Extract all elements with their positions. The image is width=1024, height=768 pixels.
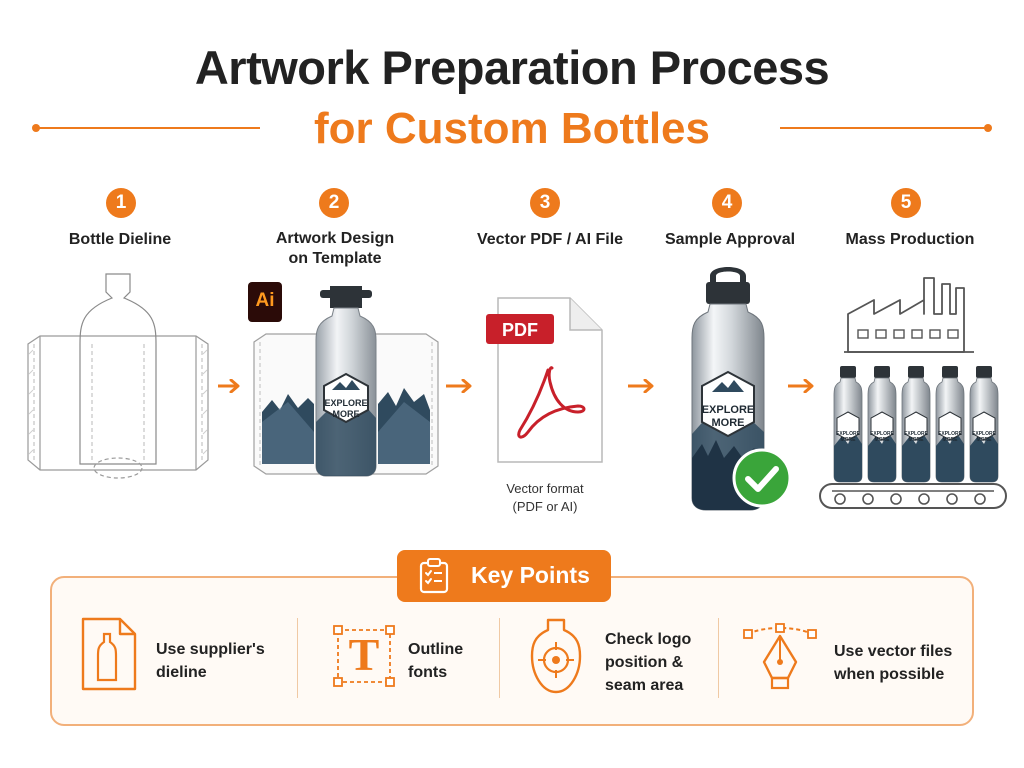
key-point-1-text: Use supplier's dieline: [156, 641, 265, 681]
key-points-divider: [297, 618, 298, 698]
approval-check-icon: [732, 448, 792, 508]
logo-position-icon: [530, 618, 582, 694]
key-point-3-text: Check logo position & seam area: [605, 631, 692, 694]
step-2-label: Artwork Design on Template: [275, 230, 395, 267]
pdf-badge: PDF: [486, 314, 554, 344]
key-points-divider: [718, 618, 719, 698]
key-points-title: Key Points: [471, 562, 590, 588]
dieline-document-icon: [81, 617, 137, 691]
flow-arrow-icon: [628, 379, 654, 393]
step-3-label: Vector PDF / AI File: [476, 231, 624, 248]
step-4-label: Sample Approval: [664, 231, 796, 248]
production-bottles-illustration: [833, 366, 999, 483]
conveyor-belt-icon: [819, 483, 1007, 509]
production-bottle-label-4: EXPLORE MORE: [938, 431, 962, 443]
clipboard-checklist-icon: [419, 558, 449, 594]
key-points-header: Key Points: [397, 550, 611, 602]
step-4-bottle-text: EXPLORE MORE: [701, 404, 755, 429]
flow-arrow-icon: [446, 379, 472, 393]
outline-font-icon: [333, 625, 395, 687]
step-5-number: 5: [891, 188, 921, 218]
illustrator-badge: Ai: [248, 282, 282, 322]
artwork-template-illustration: [253, 286, 439, 477]
title-rule-right: [780, 124, 992, 132]
illustrator-badge-text: Ai: [255, 290, 275, 311]
production-bottle-label-2: EXPLORE MORE: [870, 431, 894, 443]
bottle-dieline-illustration: [27, 273, 209, 479]
factory-icon: [844, 277, 974, 353]
step-2-bottle-text: EXPLORE MORE: [324, 398, 368, 419]
production-bottle-label-3: EXPLORE MORE: [904, 431, 928, 443]
key-point-4-text: Use vector files when possible: [834, 643, 953, 683]
step-1-number: 1: [106, 188, 136, 218]
pen-tool-icon: [743, 623, 817, 690]
key-point-2-text: Outline fonts: [408, 641, 464, 681]
step-3-number: 3: [530, 188, 560, 218]
vector-format-caption: Vector format (PDF or AI): [506, 481, 584, 514]
key-points-divider: [499, 618, 500, 698]
outline-font-glyph: T: [348, 629, 380, 680]
step-5-label: Mass Production: [845, 231, 975, 248]
flow-arrow-icon: [788, 379, 814, 393]
pdf-badge-text: PDF: [502, 320, 538, 340]
page-subtitle: for Custom Bottles: [314, 104, 710, 153]
page-title: Artwork Preparation Process: [194, 41, 830, 94]
step-1-label: Bottle Dieline: [68, 231, 172, 248]
title-rule-left: [32, 124, 260, 132]
step-2-number: 2: [319, 188, 349, 218]
flow-arrow-icon: [218, 379, 240, 393]
step-4-number: 4: [712, 188, 742, 218]
production-bottle-label-5: EXPLORE MORE: [972, 431, 996, 443]
production-bottle-label-1: EXPLORE MORE: [836, 431, 860, 443]
